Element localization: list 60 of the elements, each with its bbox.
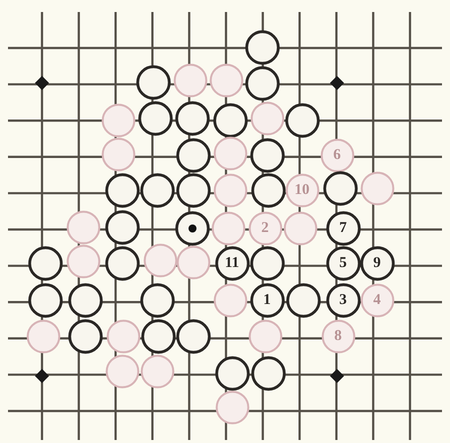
go-stone [104,210,140,244]
go-stone [142,242,178,278]
go-stone [250,100,284,136]
go-stone [26,318,60,354]
go-stone [138,100,172,136]
go-stone [140,318,176,354]
go-stone [248,318,282,354]
go-stone [28,246,62,280]
numbered-stone: 10 [284,172,320,208]
go-stone [68,282,102,318]
go-stone [100,136,136,172]
go-stone [28,282,62,318]
go-stone [66,244,100,278]
go-stone [140,282,174,318]
go-stone [250,172,286,208]
go-stone [176,138,210,172]
go-stone [212,136,248,170]
go-stone [176,318,210,354]
go-stone [286,282,320,318]
go-stone [210,210,246,246]
go-stone [250,138,284,172]
go-stone [244,66,280,100]
go-stone [214,356,250,390]
go-stone [176,172,210,208]
numbered-stone: 8 [320,318,356,354]
go-stone [250,246,284,280]
numbered-stone: 1 [250,282,284,318]
go-stone [174,100,210,136]
go-stone [140,172,174,208]
go-stone [250,356,286,390]
numbered-stone: 6 [320,138,354,172]
go-stone [104,246,140,280]
numbered-stone: 11 [214,246,250,280]
go-stone [212,102,248,138]
go-stone [212,282,248,318]
go-stone [104,354,140,388]
go-stone [104,172,140,208]
go-stone [284,102,320,138]
numbered-stone: 5 [326,246,360,280]
go-stone [244,30,280,64]
go-stone [214,390,250,424]
go-stone [322,170,358,206]
go-stone [106,318,140,354]
go-stone [140,354,174,388]
go-stone [100,102,136,138]
numbered-stone: 4 [360,282,394,318]
numbered-stone: 7 [326,210,360,246]
go-stone [212,172,248,208]
numbered-stone: 9 [360,246,394,280]
go-stone [136,64,170,100]
go-stone [282,210,318,246]
go-stone [68,318,102,354]
numbered-stone: 3 [326,282,360,318]
go-stone [208,62,244,98]
numbered-stone: 2 [248,210,282,246]
marked-stone [174,210,210,246]
go-stone [66,210,100,244]
go-stone [172,62,208,98]
go-stone [176,244,210,280]
go-stone [360,170,394,206]
